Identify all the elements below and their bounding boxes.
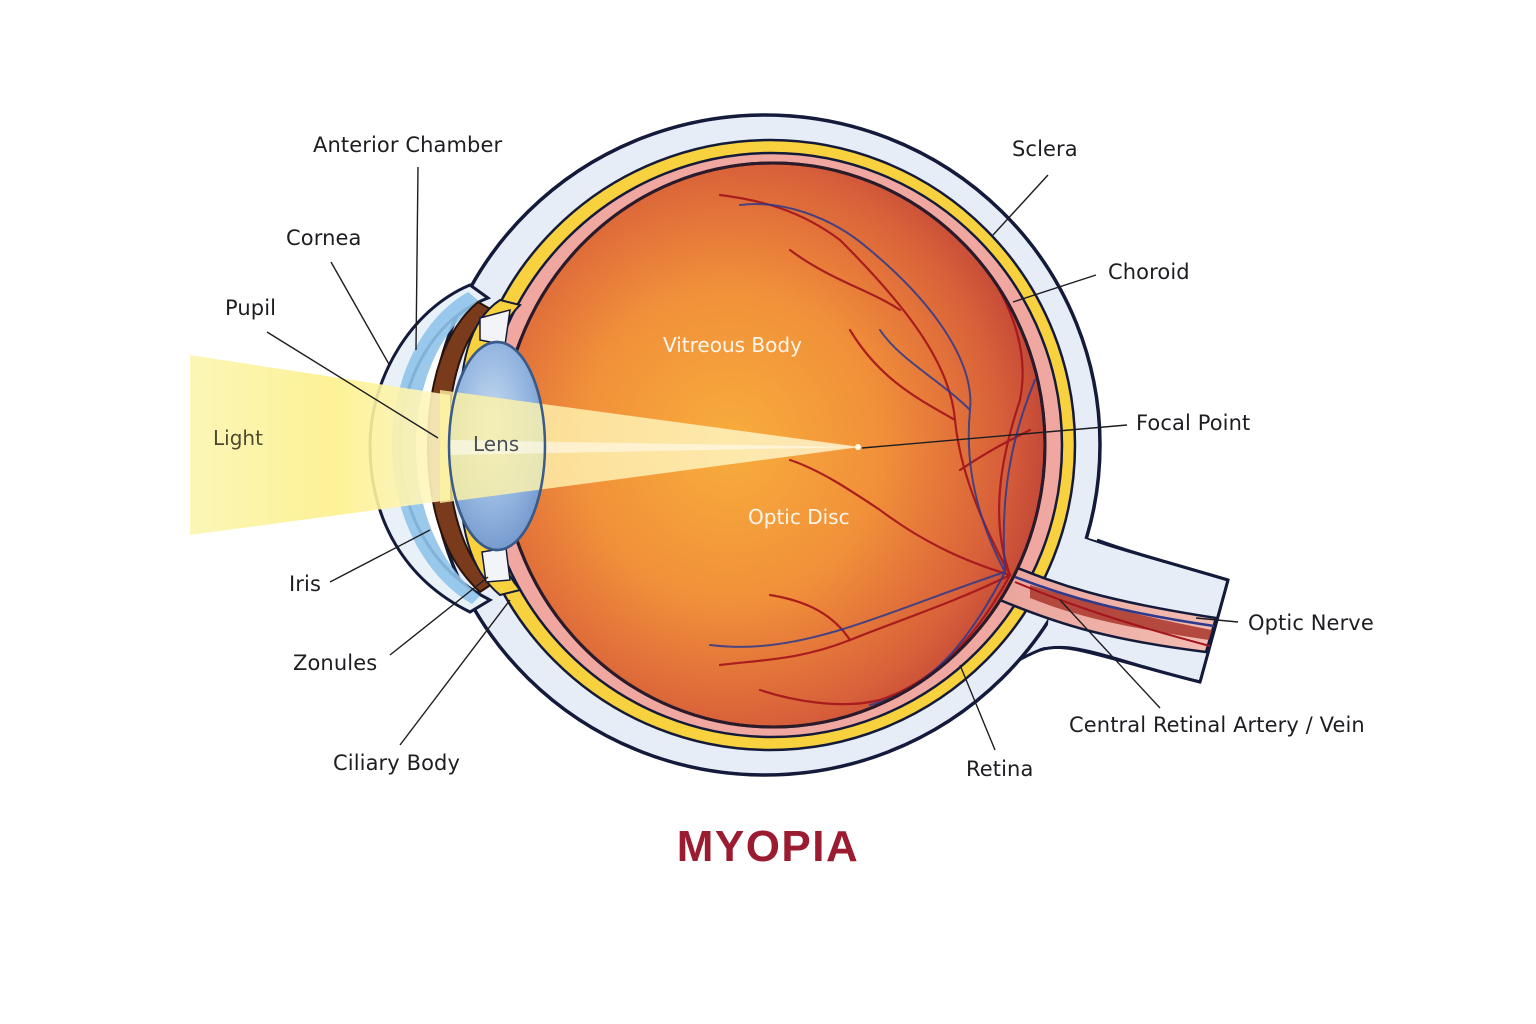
label-central-retinal-artery-vein: Central Retinal Artery / Vein [1069,713,1365,737]
label-zonules: Zonules [293,651,378,675]
diagram-title: MYOPIA [676,822,860,871]
label-optic-nerve: Optic Nerve [1248,611,1374,635]
label-focal-point: Focal Point [1136,411,1251,435]
label-iris: Iris [289,572,322,596]
leader-lines [266,166,1239,751]
label-lens: Lens [473,432,520,456]
label-sclera: Sclera [1012,137,1078,161]
focal-point-marker [855,444,861,450]
label-cornea: Cornea [286,226,362,250]
label-pupil: Pupil [225,296,277,320]
label-ciliary-body: Ciliary Body [333,751,460,775]
label-anterior-chamber: Anterior Chamber [313,133,503,157]
label-retina: Retina [966,757,1034,781]
optic-nerve [998,563,1218,654]
light-beam [190,355,861,535]
label-optic-disc: Optic Disc [748,505,850,529]
label-vitreous-body: Vitreous Body [663,333,802,357]
label-choroid: Choroid [1108,260,1190,284]
label-light: Light [213,426,263,450]
